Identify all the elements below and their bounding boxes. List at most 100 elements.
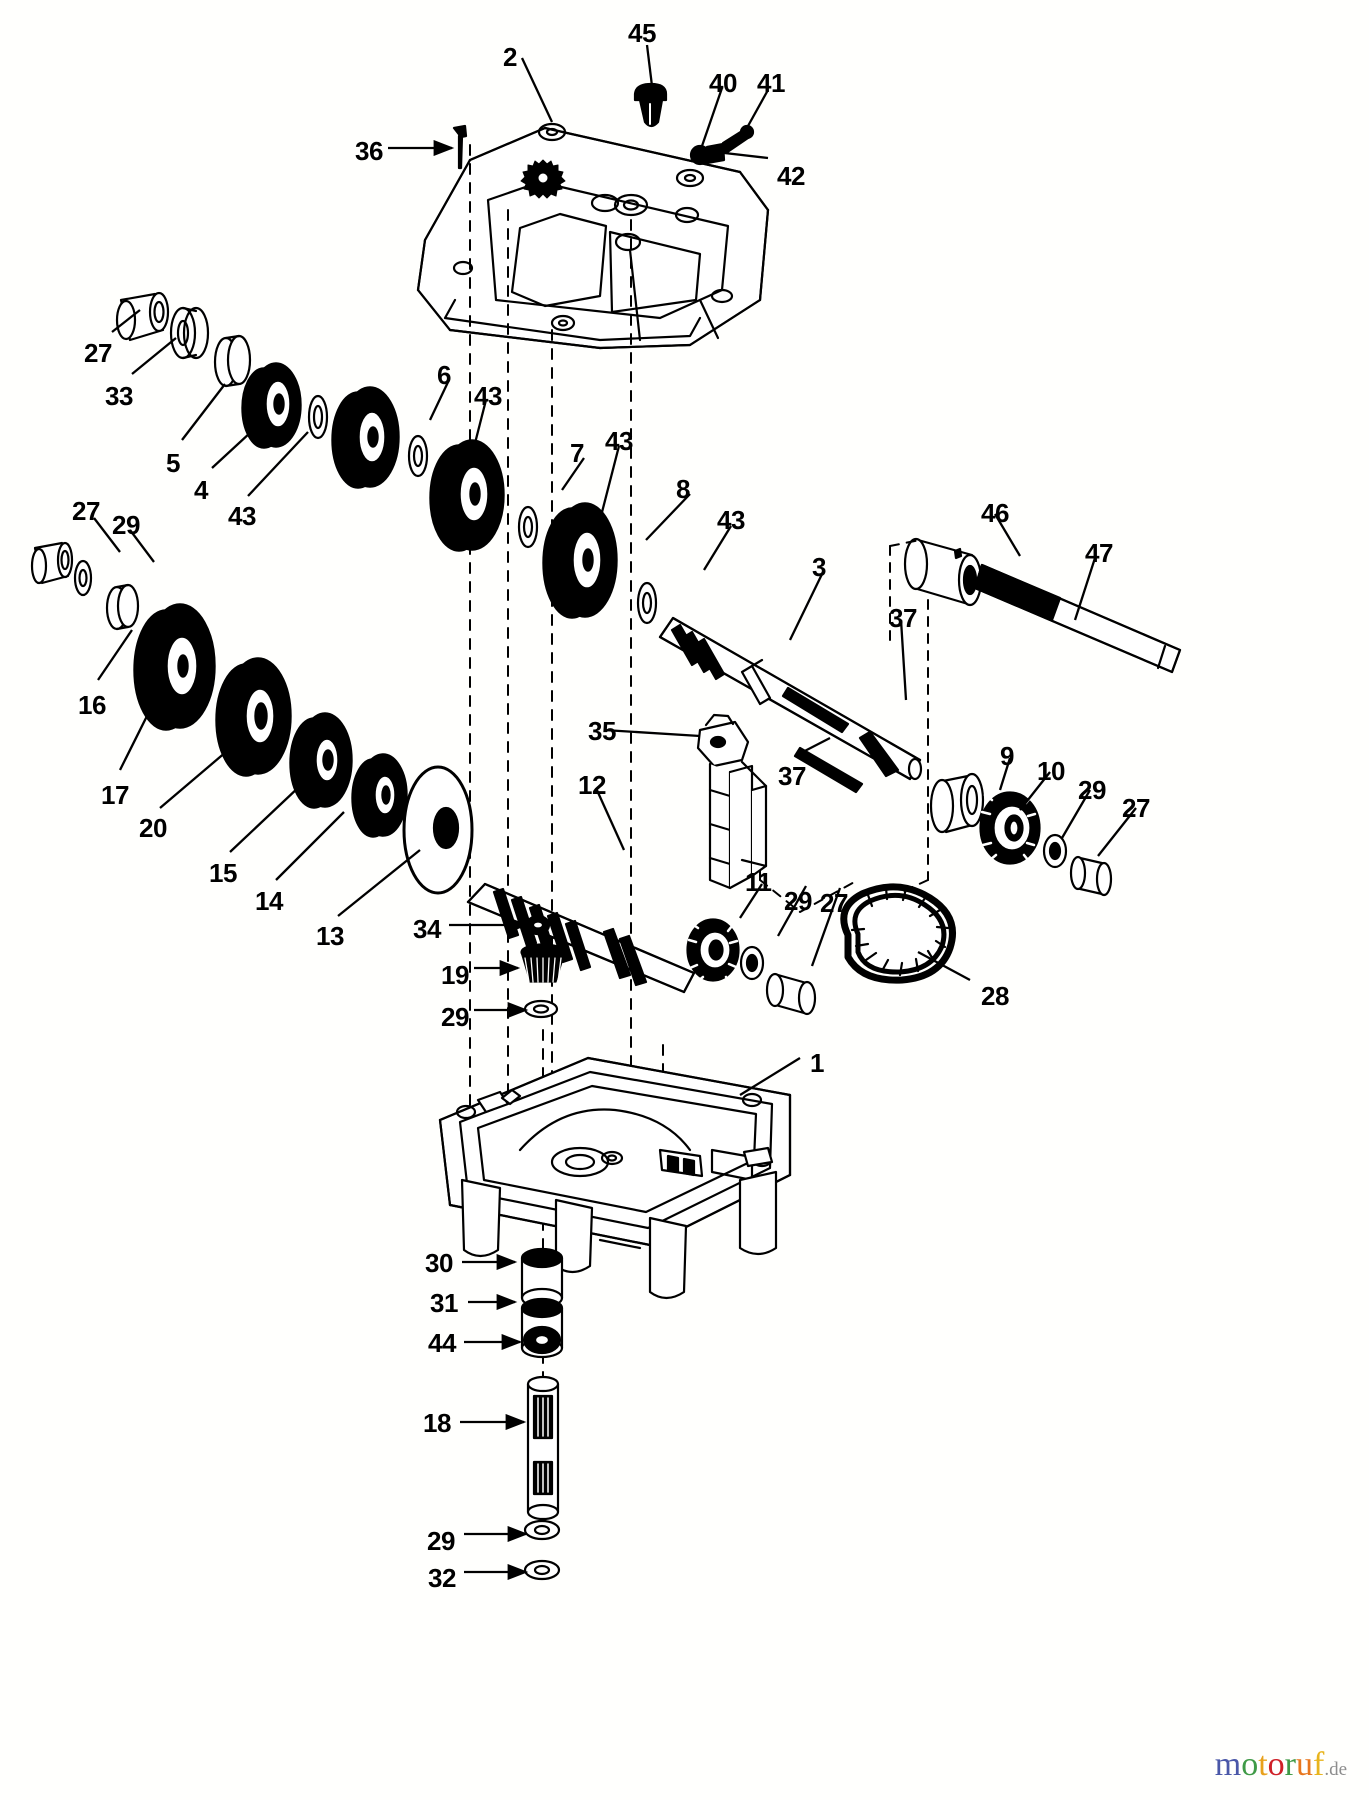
- watermark-letter: o: [1241, 1746, 1259, 1783]
- callout-33: 33: [105, 381, 133, 411]
- callout-4: 4: [194, 475, 208, 505]
- part-43-washer-d: [636, 581, 658, 625]
- part-6-gear: [331, 386, 400, 489]
- callout-44: 44: [428, 1328, 456, 1358]
- callout-8: 8: [676, 474, 690, 504]
- part-18-axle-shaft: [526, 1375, 560, 1521]
- watermark-letter: r: [1284, 1746, 1296, 1783]
- callout-29: 29: [427, 1526, 455, 1556]
- callout-35: 35: [588, 716, 616, 746]
- part-29-washer-a: [73, 559, 93, 597]
- callout-17: 17: [101, 780, 129, 810]
- callout-42: 42: [777, 161, 805, 191]
- callout-11: 11: [745, 867, 772, 897]
- callout-43: 43: [474, 381, 502, 411]
- part-34-retaining-ring: [525, 914, 551, 936]
- part-37-key-b: [793, 746, 864, 794]
- callout-28: 28: [981, 981, 1009, 1011]
- callout-29: 29: [1078, 775, 1106, 805]
- callout-41: 41: [757, 68, 785, 98]
- callout-27: 27: [84, 338, 112, 368]
- watermark-letter: t: [1258, 1746, 1268, 1783]
- callout-43: 43: [228, 501, 256, 531]
- callout-27: 27: [72, 496, 100, 526]
- watermark-letter: u: [1295, 1746, 1313, 1783]
- callout-30: 30: [425, 1248, 453, 1278]
- callout-37: 37: [889, 603, 917, 633]
- watermark-letter: m: [1214, 1746, 1242, 1783]
- watermark-letter: f: [1312, 1746, 1325, 1783]
- callout-15: 15: [209, 858, 237, 888]
- part-29-washer-c: [1042, 833, 1068, 869]
- part-32-washer: [523, 1559, 561, 1581]
- callout-37: 37: [778, 761, 806, 791]
- callout-32: 32: [428, 1563, 456, 1593]
- callout-1: 1: [810, 1048, 824, 1078]
- callout-40: 40: [709, 68, 737, 98]
- part-29-washer-d: [739, 945, 765, 981]
- part-5-spacer: [213, 334, 252, 388]
- callout-5: 5: [166, 448, 180, 478]
- callout-3: 3: [812, 552, 826, 582]
- callout-43: 43: [717, 505, 745, 535]
- part-45-plug: [633, 82, 668, 128]
- part-14-gear: [351, 753, 408, 838]
- callout-19: 19: [441, 960, 469, 990]
- part-2-gear-case-cover: [416, 122, 770, 350]
- part-1-gear-case-housing: [438, 1056, 792, 1300]
- part-13-brake-disc: [402, 765, 474, 895]
- callout-29: 29: [441, 1002, 469, 1032]
- callout-34: 34: [413, 914, 441, 944]
- watermark-suffix: .de: [1324, 1759, 1347, 1780]
- part-29-washer-b: [523, 999, 559, 1019]
- part-43-washer-b: [407, 434, 429, 478]
- part-40-41-42-fittings: [689, 124, 755, 166]
- callout-9: 9: [1000, 741, 1014, 771]
- part-15-gear: [289, 712, 353, 809]
- part-43-washer-a: [307, 394, 329, 440]
- callout-31: 31: [430, 1288, 458, 1318]
- callout-13: 13: [316, 921, 344, 951]
- part-19-bevel-pinion: [520, 943, 566, 983]
- part-7-gear: [429, 439, 505, 552]
- part-46-coupler: [903, 537, 983, 607]
- callout-12: 12: [578, 770, 606, 800]
- callout-27: 27: [820, 888, 848, 918]
- part-17-gear: [133, 603, 216, 731]
- part-8-gear: [542, 502, 618, 619]
- callout-6: 6: [437, 360, 451, 390]
- leader-lines: [93, 44, 1137, 1581]
- part-4-gear: [241, 362, 302, 449]
- part-43-washer-c: [517, 505, 539, 549]
- part-27-bushing-d: [765, 972, 817, 1016]
- part-29-washer-e: [523, 1519, 561, 1541]
- callout-27: 27: [1122, 793, 1150, 823]
- callout-18: 18: [423, 1408, 451, 1438]
- part-12-shaft: [466, 882, 696, 994]
- callout-47: 47: [1085, 538, 1113, 568]
- callout-29: 29: [112, 510, 140, 540]
- part-47-shaft: [973, 563, 1182, 674]
- part-10-sprocket: [979, 791, 1041, 865]
- part-44-washer: [522, 1325, 562, 1355]
- callout-36: 36: [355, 136, 383, 166]
- part-11-sprocket: [686, 918, 740, 984]
- callout-29: 29: [784, 886, 812, 916]
- callout-20: 20: [139, 813, 167, 843]
- part-20-gear: [215, 657, 292, 777]
- part-27-bushing-a: [115, 291, 170, 342]
- callout-43: 43: [605, 426, 633, 456]
- motoruf-watermark: motoruf.de: [1215, 1746, 1347, 1784]
- part-27-bushing-b: [30, 541, 74, 585]
- callout-46: 46: [981, 498, 1009, 528]
- part-35-shift-bracket: [696, 713, 768, 890]
- callout-14: 14: [255, 886, 283, 916]
- callout-2: 2: [503, 42, 517, 72]
- callout-16: 16: [78, 690, 106, 720]
- part-16-spacer: [105, 583, 140, 631]
- part-33-washer: [169, 306, 210, 360]
- part-27-bushing-c: [1069, 855, 1113, 897]
- watermark-letter: o: [1267, 1746, 1285, 1783]
